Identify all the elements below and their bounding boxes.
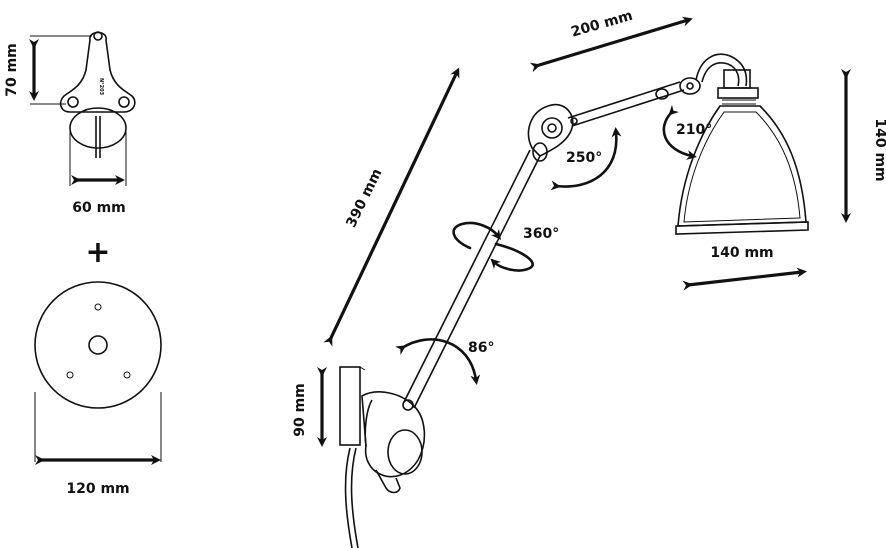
- angle-250-label: 250°: [566, 150, 602, 166]
- rotation-210-arrow: [662, 104, 697, 160]
- model-number-text: N°203: [98, 78, 104, 96]
- dim-140-width-label: 140 mm: [710, 245, 773, 261]
- angle-210-label: 210°: [676, 122, 712, 138]
- power-cable: [350, 447, 359, 548]
- wall-mount-block: [339, 366, 366, 446]
- lower-arm: [403, 149, 541, 409]
- head-joint: [655, 53, 748, 100]
- plus-sign: +: [85, 235, 110, 270]
- dim-390-label: 390 mm: [343, 166, 385, 230]
- dim-200-arrow: [529, 16, 693, 73]
- dim-120-label: 120 mm: [66, 481, 129, 497]
- rotation-250-arrow: [550, 127, 622, 191]
- dim-200-label: 200 mm: [569, 8, 634, 41]
- dim-140-width-arrow: [682, 267, 807, 291]
- upper-arm: [567, 81, 685, 127]
- angle-86-label: 86°: [468, 340, 494, 356]
- rotation-86-arrow: [395, 338, 481, 385]
- dim-90-label: 90 mm: [292, 383, 308, 437]
- base-joint-housing: [361, 391, 426, 494]
- angle-360-label: 360°: [523, 226, 559, 242]
- rotation-360-arrow: [452, 221, 534, 272]
- power-cable: [344, 447, 353, 548]
- lampshade: [675, 69, 809, 235]
- dim-70-label: 70 mm: [4, 43, 20, 97]
- wall-bracket: N°203: [59, 31, 136, 158]
- round-wall-plate: [34, 281, 162, 409]
- dim-60-label: 60 mm: [72, 200, 126, 216]
- dim-390-arrow: [323, 67, 460, 347]
- dim-140-height-label: 140 mm: [872, 118, 886, 181]
